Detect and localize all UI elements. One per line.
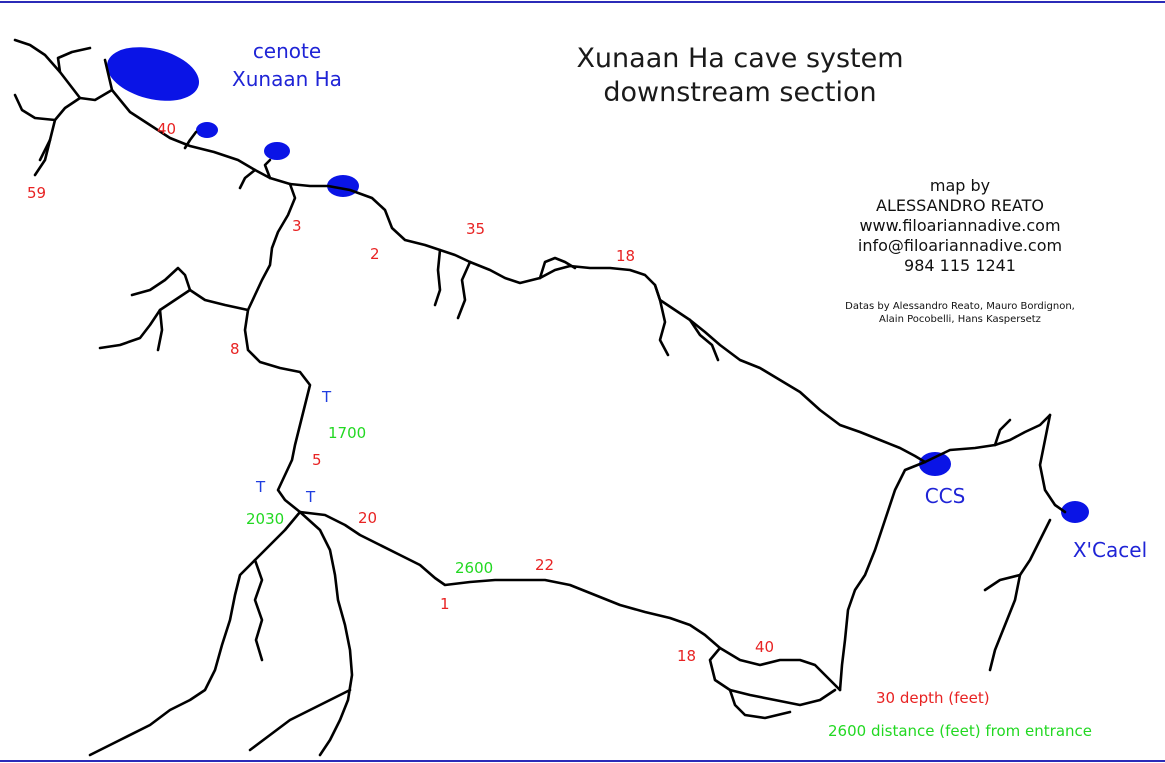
distance-label: 2600 xyxy=(455,559,493,577)
depth-label: 18 xyxy=(677,647,696,665)
tie-markers: T T T xyxy=(255,388,332,506)
distance-labels: 1700 2030 2600 xyxy=(246,424,493,577)
passage-sw-1 xyxy=(88,510,302,757)
depth-label: 20 xyxy=(358,509,377,527)
tie-marker: T xyxy=(305,488,316,506)
depth-label: 1 xyxy=(440,595,450,613)
passage-e-5 xyxy=(993,418,1012,447)
credits-author: ALESSANDRO REATO xyxy=(876,196,1044,215)
passage-e-2 xyxy=(1038,413,1067,514)
depth-label: 35 xyxy=(466,220,485,238)
tie-marker: T xyxy=(255,478,266,496)
passage-spur-2 xyxy=(263,158,272,180)
passage-se-1 xyxy=(708,646,837,707)
cenote-ccs-label: CCS xyxy=(925,484,966,508)
passage-main-north xyxy=(103,58,927,464)
depth-label: 8 xyxy=(230,340,240,358)
depth-label: 40 xyxy=(755,638,774,656)
map-title: Xunaan Ha cave system downstream section xyxy=(520,42,960,110)
cenote-xunaan-label-2: Xunaan Ha xyxy=(232,67,342,91)
passage-n-1 xyxy=(433,248,442,307)
depth-labels: 40 59 3 2 35 18 8 5 20 1 22 18 40 xyxy=(27,120,774,665)
credits-phone: 984 115 1241 xyxy=(904,256,1016,275)
passage-se-2 xyxy=(728,688,792,720)
cenote-names: cenote Xunaan Ha CCS X'Cacel xyxy=(232,39,1147,562)
credits-email: info@filoariannadive.com xyxy=(857,236,1063,255)
passage-nw-5 xyxy=(13,38,62,74)
passage-w-2 xyxy=(130,266,192,297)
top-border xyxy=(0,1,1165,3)
cenote-ccs[interactable] xyxy=(919,452,951,476)
passage-sw-2 xyxy=(298,510,354,757)
passage-west-spine xyxy=(243,182,312,514)
passage-e-3 xyxy=(983,518,1052,592)
data-contributors-line2: Alain Pocobelli, Hans Kaspersetz xyxy=(879,314,1041,325)
legend-distance: 2600 distance (feet) from entrance xyxy=(828,722,1092,740)
depth-label: 2 xyxy=(370,245,380,263)
passage-spur-3 xyxy=(238,168,257,190)
passage-w-3 xyxy=(156,308,164,352)
legend-depth: 30 depth (feet) xyxy=(876,689,990,707)
passage-n-2 xyxy=(456,260,472,320)
cenote-group xyxy=(101,38,1089,523)
distance-label: 1700 xyxy=(328,424,366,442)
passage-n-4 xyxy=(653,283,670,357)
cave-passages xyxy=(13,38,1067,757)
passage-sw-3 xyxy=(248,688,352,752)
credits-block: map by ALESSANDRO REATO www.filoariannad… xyxy=(820,176,1100,276)
passage-n-3 xyxy=(538,256,577,280)
map-title-line1: Xunaan Ha cave system xyxy=(576,43,904,74)
cenote-small-1[interactable] xyxy=(196,122,218,138)
cenote-xcacel[interactable] xyxy=(1061,501,1089,523)
tie-marker: T xyxy=(321,388,332,406)
cenote-small-2[interactable] xyxy=(264,142,290,160)
depth-label: 40 xyxy=(157,120,176,138)
passage-n-5 xyxy=(688,318,720,362)
passage-nw-2 xyxy=(56,46,92,100)
data-contributors-line1: Datas by Alessandro Reato, Mauro Bordign… xyxy=(845,301,1075,312)
passage-spur-1 xyxy=(183,130,198,150)
cenote-xunaan-label-1: cenote xyxy=(253,39,321,63)
depth-label: 18 xyxy=(616,247,635,265)
depth-label: 59 xyxy=(27,184,46,202)
cenote-xunaan-ha[interactable] xyxy=(101,38,204,109)
passage-e-4 xyxy=(988,573,1022,672)
credits-website: www.filoariannadive.com xyxy=(859,216,1061,235)
passage-east-loop xyxy=(838,460,927,692)
passage-w-1 xyxy=(98,288,250,350)
credits-map-by: map by xyxy=(929,176,991,195)
depth-label: 5 xyxy=(312,451,322,469)
passage-nw-1 xyxy=(38,88,114,162)
passage-sw-4 xyxy=(253,558,264,662)
passage-main-south xyxy=(298,510,842,692)
data-contributors: Datas by Alessandro Reato, Mauro Bordign… xyxy=(800,300,1120,326)
bottom-border xyxy=(0,760,1165,762)
passage-nw-4 xyxy=(33,138,52,177)
passage-e-1 xyxy=(923,413,1052,464)
distance-label: 2030 xyxy=(246,510,284,528)
depth-label: 22 xyxy=(535,556,554,574)
passage-nw-3 xyxy=(13,93,57,122)
cenote-xcacel-label: X'Cacel xyxy=(1073,538,1147,562)
map-title-line2: downstream section xyxy=(603,77,877,108)
depth-label: 3 xyxy=(292,217,302,235)
